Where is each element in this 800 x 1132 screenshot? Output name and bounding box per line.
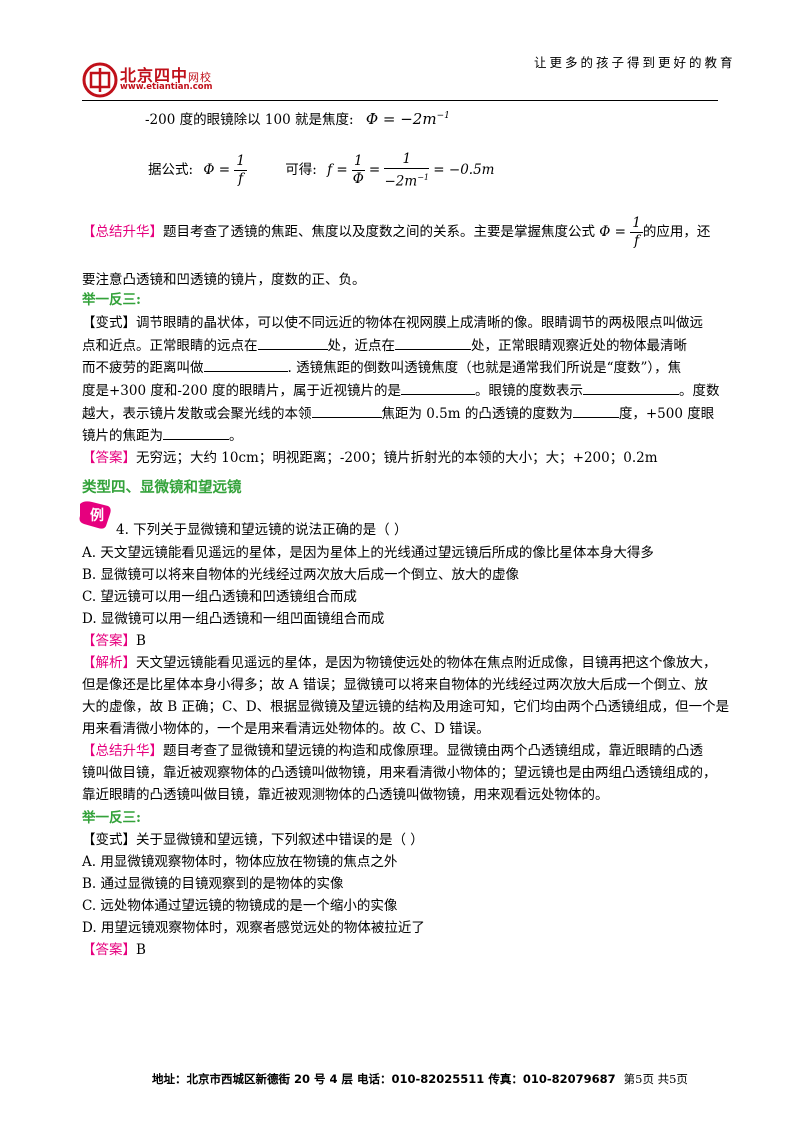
- summary-1-line-1: 【总结升华】题目考查了透镜的焦距、焦度以及度数之间的关系。主要是掌握焦度公式 Φ…: [82, 215, 711, 249]
- summary-2-line-1: 【总结升华】题目考查了显微镜和望远镜的构造和成像原理。显微镜由两个凸透镜组成，靠…: [82, 743, 703, 759]
- header-divider: [82, 100, 718, 101]
- svg-text:例: 例: [90, 507, 104, 524]
- summary-2-line-2: 镜叫做目镜，靠近被观察物体的凸透镜叫做物镜，用来看清微小物体的；望远镜也是由两组…: [82, 765, 717, 781]
- slogan: 让更多的孩子得到更好的教育: [534, 55, 736, 70]
- footer: 地址：北京市西城区新德街 20 号 4 层 电话：010-82025511 传真…: [152, 1072, 688, 1086]
- question-4-option-b: B. 显微镜可以将来自物体的光线经过两次放大后成一个倒立、放大的虚像: [82, 567, 520, 583]
- variant-1-line-3: 而不疲劳的距离叫做. 透镜焦距的倒数叫透镜焦度（也就是通常我们所说是“度数”），…: [82, 357, 681, 378]
- practice-heading-1: 举一反三:: [82, 292, 141, 308]
- answer-1: 【答案】无穷远；大约 10cm；明视距离；-200；镜片折射光的本领的大小；大；…: [82, 450, 658, 466]
- question-4-option-a: A. 天文望远镜能看见遥远的星体，是因为星体上的光线通过望远镜后所成的像比星体本…: [82, 545, 654, 561]
- analysis-line-2: 但是像还是比星体本身小得多；故 A 错误；显微镜可以将来自物体的光线经过两次放大…: [82, 677, 708, 693]
- summary-2-line-3: 靠近眼睛的凸透镜叫做目镜，靠近被观测物体的凸透镜叫做物镜，用来观看远处物体的。: [82, 787, 609, 803]
- example-badge-icon: 例: [79, 501, 111, 529]
- logo-text: 北京四中网校: [120, 66, 213, 85]
- summary-1-line-2: 要注意凸透镜和凹透镜的镜片，度数的正、负。: [82, 272, 366, 288]
- answer-2: 【答案】B: [82, 633, 146, 649]
- analysis-line-4: 用来看清微小物体的，一个是用来看清远处物体的。故 C、D 错误。: [82, 721, 490, 737]
- page-number: 第5页 共5页: [623, 1072, 688, 1086]
- variant-2-stem: 【变式】关于显微镜和望远镜，下列叙述中错误的是（ ）: [82, 832, 424, 848]
- question-4-stem: 4. 下列关于显微镜和望远镜的说法正确的是（ ）: [116, 522, 408, 538]
- solution-line: -200 度的眼镜除以 100 就是焦度: Φ = −2m−1: [145, 110, 450, 128]
- variant-2-option-b: B. 通过显微镜的目镜观察到的是物体的实像: [82, 876, 344, 892]
- analysis-line-1: 【解析】天文望远镜能看见遥远的星体，是因为物镜使远处的物体在焦点附近成像，目镜再…: [82, 655, 717, 671]
- variant-1-line-2: 点和近点。正常眼睛的远点在处，近点在处，正常眼睛观察近处的物体最清晰: [82, 335, 687, 356]
- variant-2-option-c: C. 远处物体通过望远镜的物镜成的是一个缩小的实像: [82, 898, 398, 914]
- question-4-option-c: C. 望远镜可以用一组凸透镜和凹透镜组合而成: [82, 589, 357, 605]
- answer-3: 【答案】B: [82, 942, 146, 958]
- section-title: 类型四、显微镜和望远镜: [82, 479, 242, 496]
- practice-heading-2: 举一反三:: [82, 810, 141, 826]
- variant-2-option-d: D. 用望远镜观察物体时，观察者感觉远处的物体被拉近了: [82, 920, 425, 936]
- variant-2-option-a: A. 用显微镜观察物体时，物体应放在物镜的焦点之外: [82, 854, 398, 870]
- analysis-line-3: 大的虚像，故 B 正确；C、D、根据显微镜及望远镜的结构及用途可知，它们均由两个…: [82, 699, 730, 715]
- variant-1-line-4: 度是+300 度和-200 度的眼睛片，属于近视镜片的是。眼镜的度数表示。度数: [82, 380, 720, 401]
- question-4-option-d: D. 显微镜可以用一组凸透镜和一组凹面镜组合而成: [82, 611, 385, 627]
- school-logo-emblem: [82, 62, 118, 98]
- logo-url: www.etiantian.com: [120, 82, 213, 92]
- variant-1-line-1: 【变式】调节眼睛的晶状体，可以使不同远近的物体在视网膜上成清晰的像。眼睛调节的两…: [82, 315, 703, 331]
- variant-1-line-5: 越大，表示镜片发散或会聚光线的本领焦距为 0.5m 的凸透镜的度数为度，+500…: [82, 403, 714, 424]
- variant-1-line-6: 镜片的焦距为。: [82, 425, 243, 446]
